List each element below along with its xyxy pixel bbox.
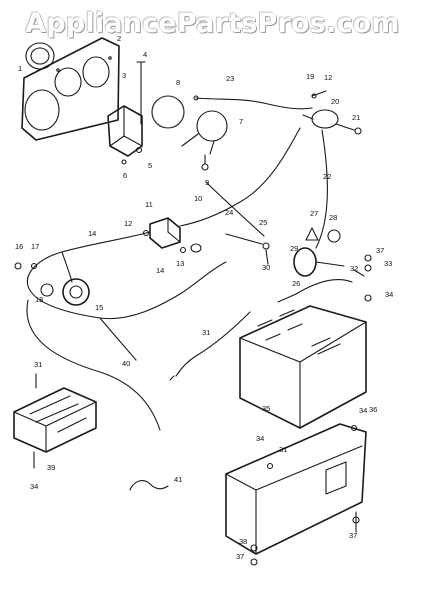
callout-c6: 6: [123, 171, 127, 180]
callout-c37b: 37: [349, 531, 357, 540]
part-7-gauge: [181, 110, 228, 155]
callout-c4: 4: [143, 50, 147, 59]
callout-c41: 41: [174, 475, 182, 484]
callout-c34a: 34: [385, 290, 393, 299]
part-37-38-hardware: [250, 511, 360, 566]
part-23-harness: [193, 95, 313, 110]
callout-c8: 8: [176, 78, 180, 87]
callout-c33: 33: [384, 259, 392, 268]
part-16-17-18-hardware: [14, 262, 54, 297]
callout-c39: 39: [47, 463, 55, 472]
callout-c14a: 14: [88, 229, 96, 238]
part-15-round-gauge: [62, 278, 90, 306]
callout-c16: 16: [15, 242, 23, 251]
callout-c19: 19: [306, 72, 314, 81]
callout-c27: 27: [310, 209, 318, 218]
callout-c34b: 34: [359, 406, 367, 415]
callout-c29: 29: [290, 244, 298, 253]
part-35-battery: [239, 305, 367, 429]
callout-c28: 28: [329, 213, 337, 222]
callout-c12b: 12: [324, 73, 332, 82]
callout-c23: 23: [226, 74, 234, 83]
part-9-lamp-socket: [201, 154, 209, 171]
callout-c32: 32: [350, 264, 358, 273]
part-40-cable: [26, 299, 161, 431]
callout-c15: 15: [95, 303, 103, 312]
callout-c31b: 31: [34, 360, 42, 369]
callout-c12a: 12: [124, 219, 132, 228]
part-27-28-29-starter: [293, 227, 345, 277]
callout-c31a: 31: [202, 328, 210, 337]
part-41-wire: [129, 480, 169, 491]
callout-c21: 21: [352, 113, 360, 122]
part-25-30-connector: [225, 233, 270, 265]
part-8-gauge: [151, 95, 185, 129]
part-10-24-harness: [179, 127, 301, 237]
callout-c25: 25: [259, 218, 267, 227]
callout-c14b: 14: [156, 266, 164, 275]
callout-c30: 30: [262, 263, 270, 272]
part-26-battery-cable: [277, 254, 372, 303]
callout-c7: 7: [239, 117, 243, 126]
callout-c38: 38: [239, 537, 247, 546]
callout-c31c: 31: [279, 445, 287, 454]
callout-c10: 10: [194, 194, 202, 203]
part-39-regulator: [13, 373, 97, 469]
part-12-13-terminals: [179, 243, 202, 254]
part-4-bolt: [136, 61, 146, 125]
part-2-dash-panel: [21, 37, 120, 141]
callout-c37a: 37: [376, 246, 384, 255]
callout-c18: 18: [35, 295, 43, 304]
callout-c34c: 34: [256, 434, 264, 443]
part-14-harness: [26, 231, 227, 320]
callout-c17: 17: [31, 242, 39, 251]
callout-c37c: 37: [236, 552, 244, 561]
part-6-screw: [121, 159, 127, 165]
callout-c22: 22: [323, 172, 331, 181]
callout-c3: 3: [122, 71, 126, 80]
callout-c9: 9: [205, 178, 209, 187]
callout-c24: 24: [225, 208, 233, 217]
part-19-20-21-solenoid: [302, 90, 362, 135]
part-3-bracket: [107, 105, 143, 157]
callout-c2: 2: [117, 34, 121, 43]
part-22-cable: [315, 129, 328, 249]
callout-c35: 35: [262, 404, 270, 413]
callout-c34d: 34: [30, 482, 38, 491]
callout-c13: 13: [176, 259, 184, 268]
part-31-cable: [169, 311, 251, 381]
part-11-switch: [142, 217, 181, 249]
callout-c36: 36: [369, 405, 377, 414]
callout-c20: 20: [331, 97, 339, 106]
part-5-nut: [135, 146, 143, 154]
callout-c1: 1: [18, 64, 22, 73]
callout-c26: 26: [292, 279, 300, 288]
callout-c5: 5: [148, 161, 152, 170]
part-36-battery-tray: [225, 423, 367, 555]
callout-c11: 11: [145, 200, 153, 209]
callout-c40: 40: [122, 359, 130, 368]
